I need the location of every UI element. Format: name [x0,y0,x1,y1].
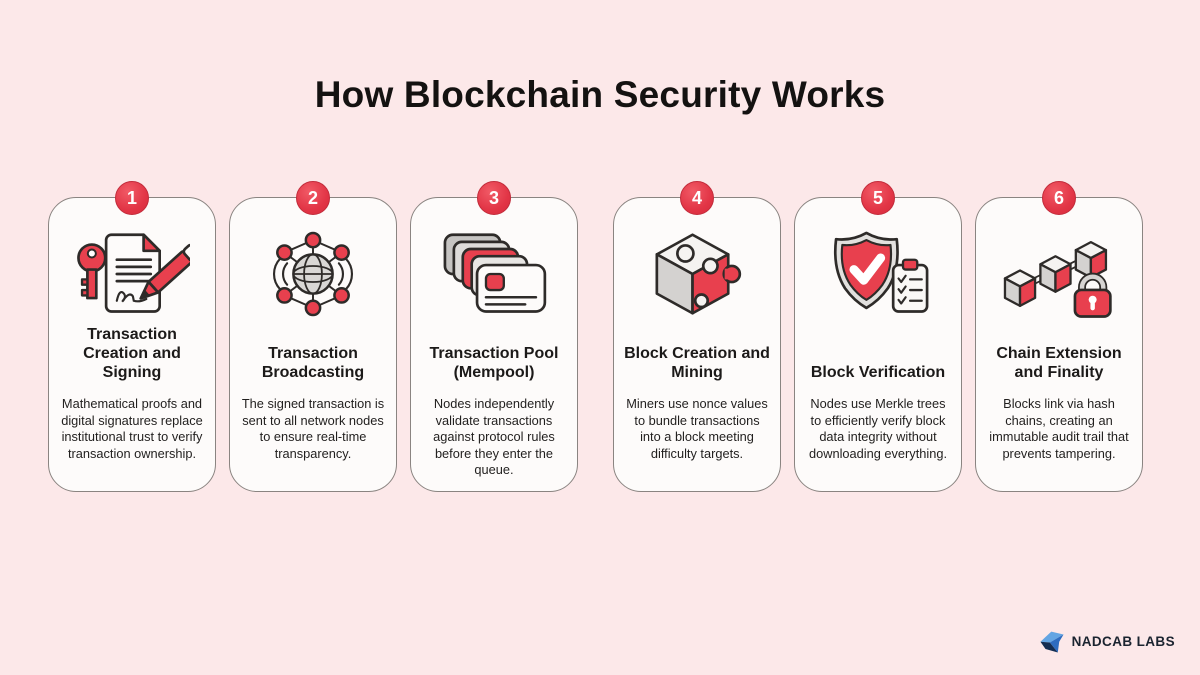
document-key-pen-icon [59,224,205,324]
step-number-badge: 6 [1042,181,1076,215]
shield-check-clipboard-icon [805,224,951,324]
step-number-badge: 3 [477,181,511,215]
puzzle-cube-icon [624,224,770,324]
step-number: 3 [488,188,499,208]
cube-chain-lock-icon [986,224,1132,324]
step-card-6: 6 [975,181,1143,492]
step-description: The signed transaction is sent to all ne… [241,396,385,461]
step-card-2: 2 Transaction Broadcasting The signed tr… [229,181,397,492]
step-number-badge: 2 [296,181,330,215]
step-number: 1 [126,188,137,208]
step-title: Block Creation and Mining [624,345,770,381]
step-number: 4 [691,188,702,208]
nadcab-logo-icon [1039,628,1065,654]
step-title: Transaction Broadcasting [261,345,365,381]
brand-name: NADCAB LABS [1071,633,1175,649]
step-description: Miners use nonce values to bundle transa… [626,396,768,461]
step-card-4: 4 Block Creation and Mining Miners use n… [613,181,781,492]
step-number-badge: 1 [115,181,149,215]
step-description: Nodes independently validate transaction… [433,396,555,477]
steps-row: 1 Transaction Creation and Signin [48,181,1143,492]
step-title: Block Verification [810,364,946,381]
step-title: Transaction Creation and Signing [83,326,181,381]
brand-footer: NADCAB LABS [1039,628,1175,654]
step-description: Nodes use Merkle trees to efficiently ve… [808,396,948,461]
step-number: 2 [307,188,318,208]
step-title: Chain Extension and Finality [996,345,1122,381]
step-description: Mathematical proofs and digital signatur… [61,396,203,461]
step-number-badge: 5 [861,181,895,215]
step-number: 5 [872,188,883,208]
page-title: How Blockchain Security Works [314,74,886,115]
step-card-1: 1 Transaction Creation and Signin [48,181,216,492]
globe-network-icon [240,224,386,324]
step-description: Blocks link via hash chains, creating an… [989,396,1129,461]
step-title: Transaction Pool (Mempool) [429,345,559,381]
step-card-5: 5 Block Verification Nodes use Merkle tr… [794,181,962,492]
card-stack-icon [421,224,567,324]
step-number-badge: 4 [680,181,714,215]
step-card-3: 3 Transaction Pool (Mempool) Nodes indep… [410,181,578,492]
step-number: 6 [1053,188,1064,208]
